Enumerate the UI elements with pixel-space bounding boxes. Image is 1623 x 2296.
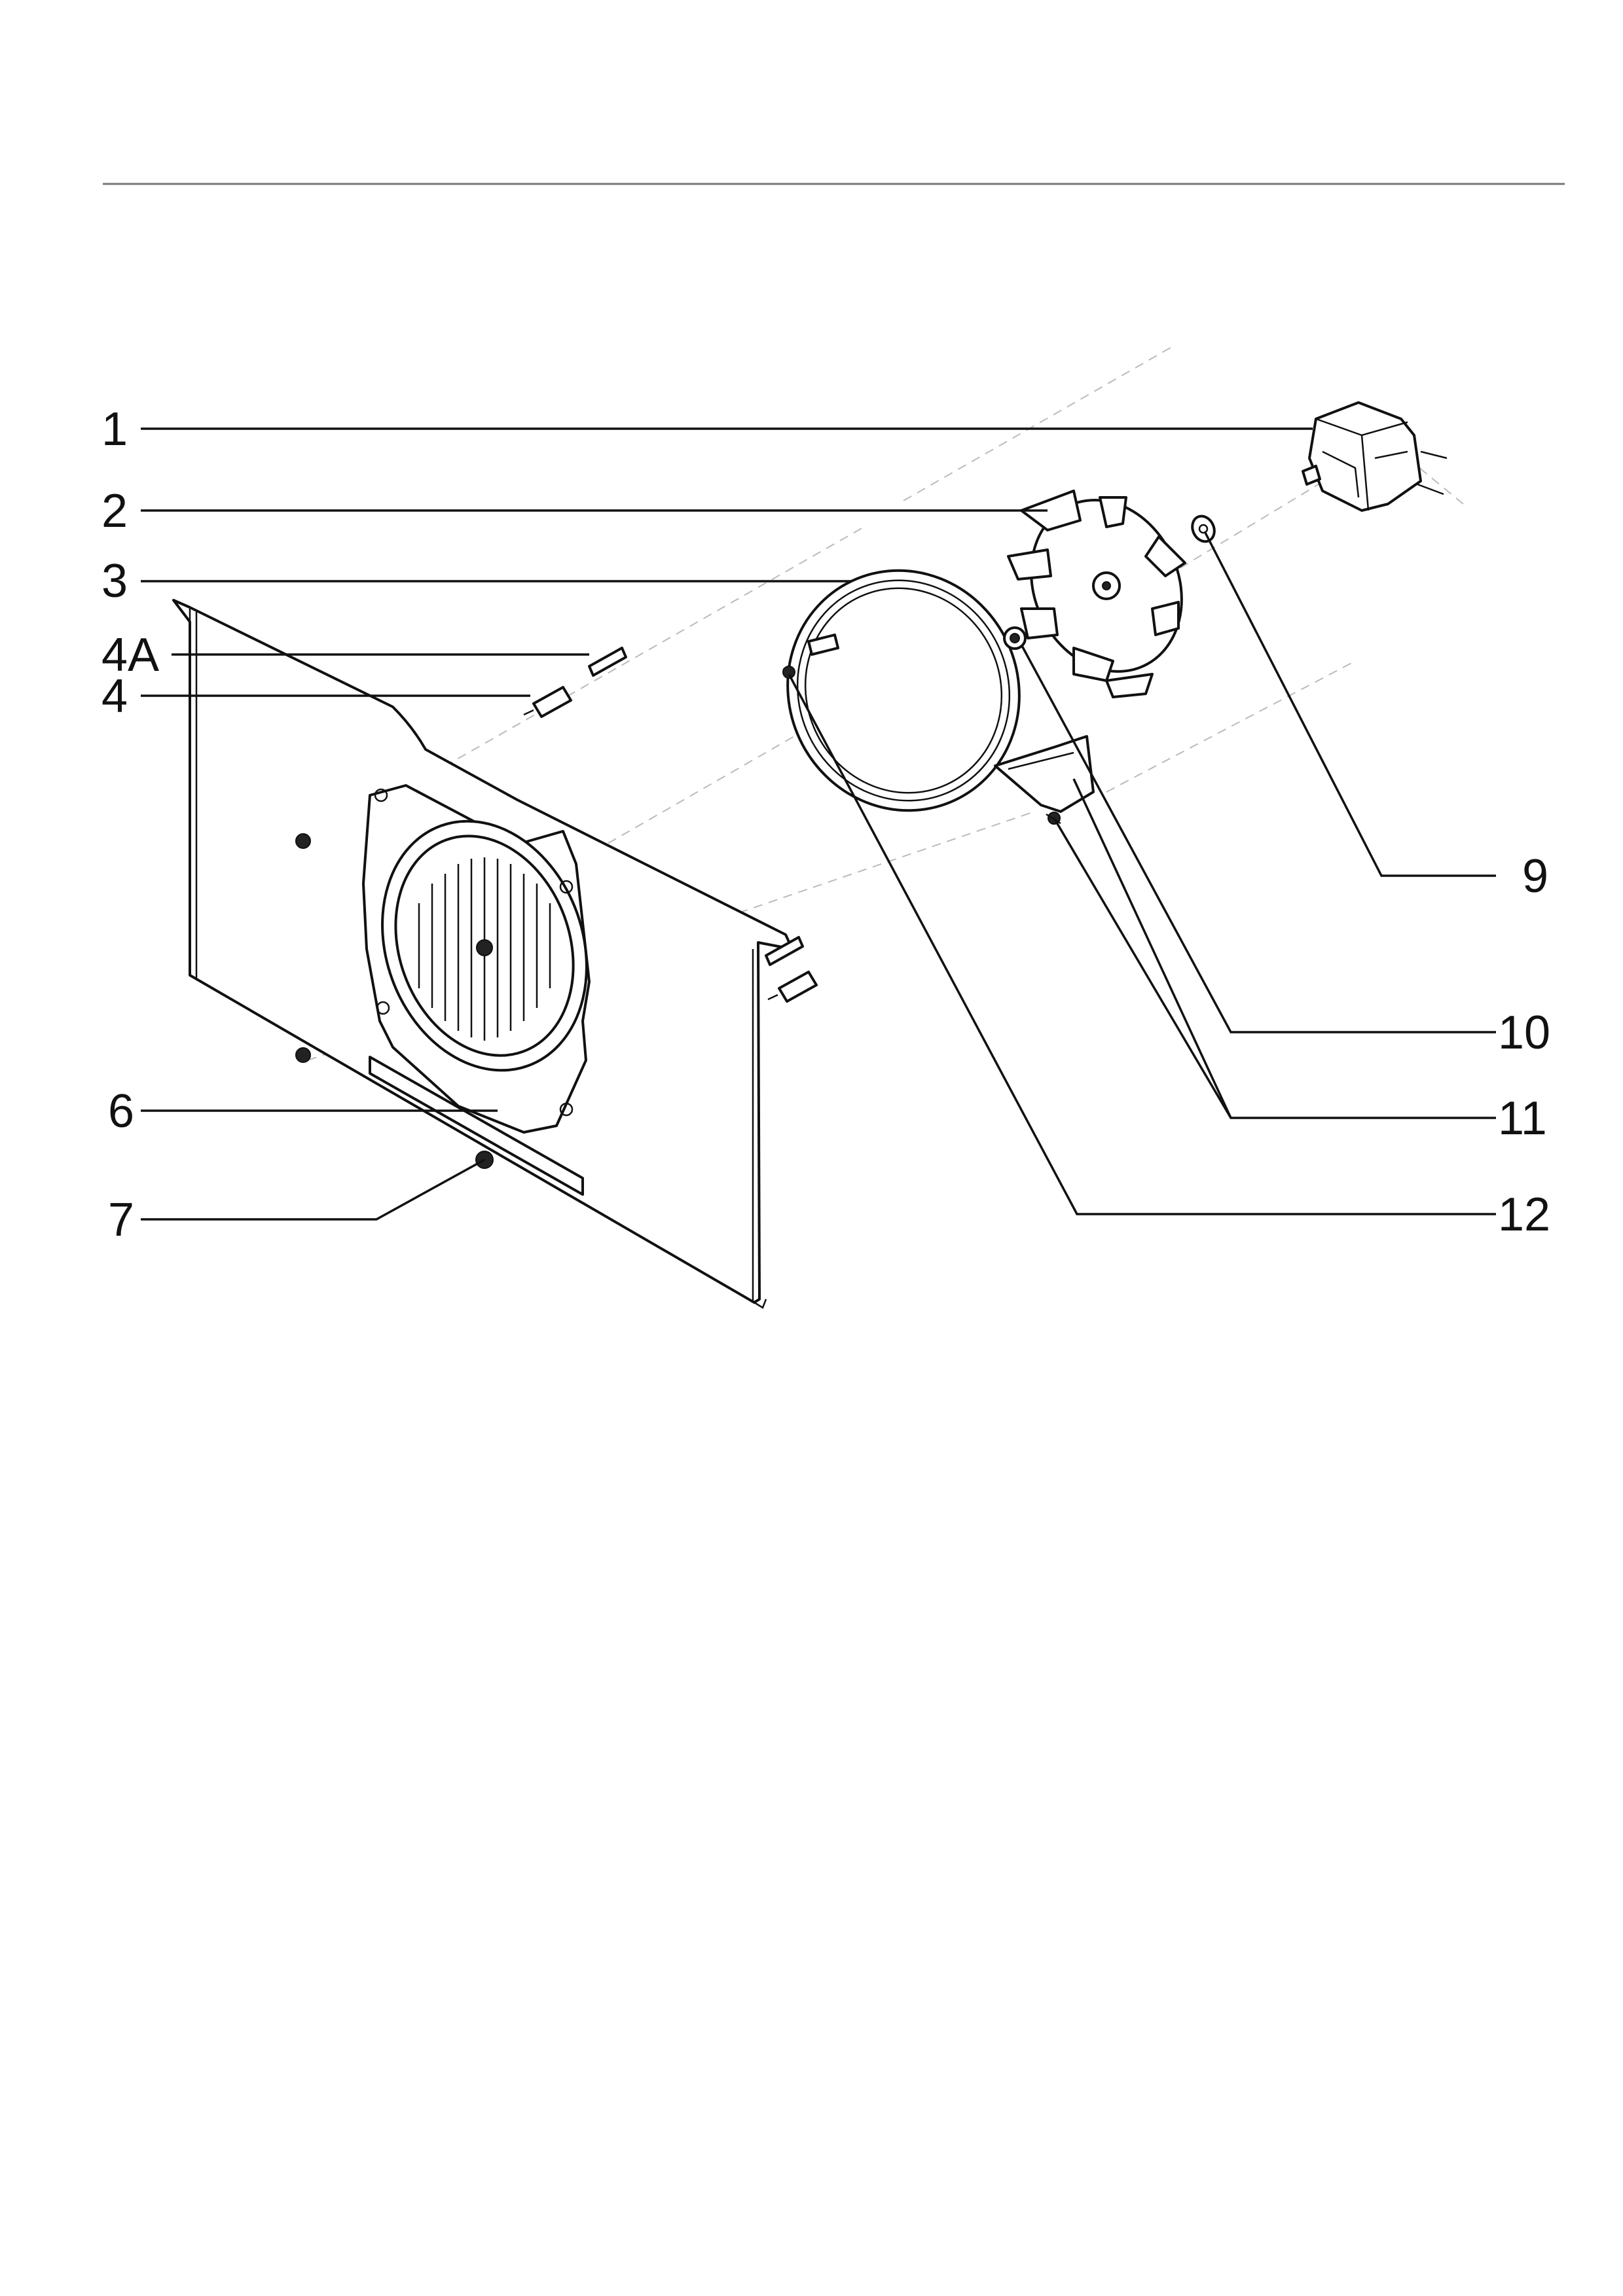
washer-part bbox=[1191, 514, 1216, 543]
callout-7: 7 bbox=[108, 1194, 134, 1246]
callout-1: 1 bbox=[101, 403, 128, 456]
fan-grille bbox=[418, 857, 551, 1041]
callout-3: 3 bbox=[101, 555, 128, 607]
fan-motor-part bbox=[1302, 401, 1448, 512]
leader-lines bbox=[141, 427, 1496, 1221]
callout-10: 10 bbox=[1498, 1007, 1550, 1059]
callout-4: 4 bbox=[101, 670, 128, 723]
stud-part bbox=[588, 647, 804, 966]
back-panel-part bbox=[172, 599, 793, 1309]
fan-nut-part bbox=[1003, 626, 1027, 650]
callout-6: 6 bbox=[108, 1085, 134, 1138]
fan-impeller-part bbox=[1007, 490, 1186, 698]
callout-11: 11 bbox=[1498, 1092, 1547, 1145]
heating-element-part bbox=[786, 569, 1095, 813]
callout-9: 9 bbox=[1522, 850, 1548, 903]
callout-4a: 4A bbox=[101, 629, 159, 681]
spacer-part bbox=[523, 686, 818, 1003]
callout-12: 12 bbox=[1498, 1189, 1550, 1241]
callout-2: 2 bbox=[101, 485, 128, 537]
